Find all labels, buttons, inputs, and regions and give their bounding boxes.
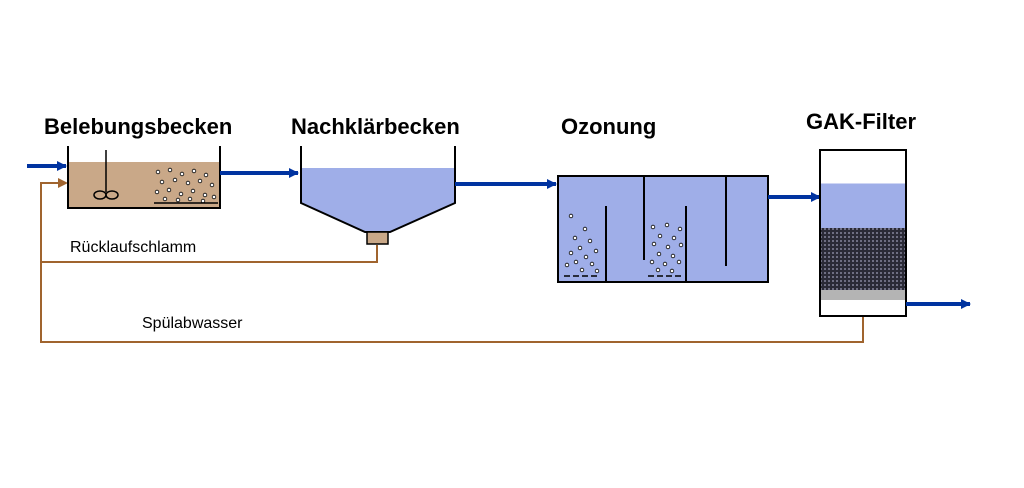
label-spuelabwasser: Spülabwasser xyxy=(142,315,243,332)
title-gak-filter: GAK-Filter xyxy=(806,109,916,134)
label-ruecklaufschlamm: Rücklaufschlamm xyxy=(70,239,197,256)
stirrer-icon xyxy=(93,150,119,200)
sludge-outlet xyxy=(366,231,389,245)
activated-carbon-bed xyxy=(821,228,905,290)
ozone-bubbles-2 xyxy=(649,222,684,274)
aeration-bubbles xyxy=(154,167,217,204)
title-nachklaerbecken: Nachklärbecken xyxy=(291,114,460,139)
ozone-bubbles-1 xyxy=(564,213,600,274)
aeration-tank xyxy=(67,146,221,209)
return-sludge-arrowhead xyxy=(58,178,68,188)
title-belebungsbecken: Belebungsbecken xyxy=(44,114,233,139)
title-ozonung: Ozonung xyxy=(561,114,657,139)
backwash-line xyxy=(40,262,864,343)
clarifier-tank xyxy=(300,146,456,245)
ozonation-tank xyxy=(557,175,769,283)
support-layer xyxy=(821,290,905,300)
gac-filter xyxy=(819,149,907,317)
